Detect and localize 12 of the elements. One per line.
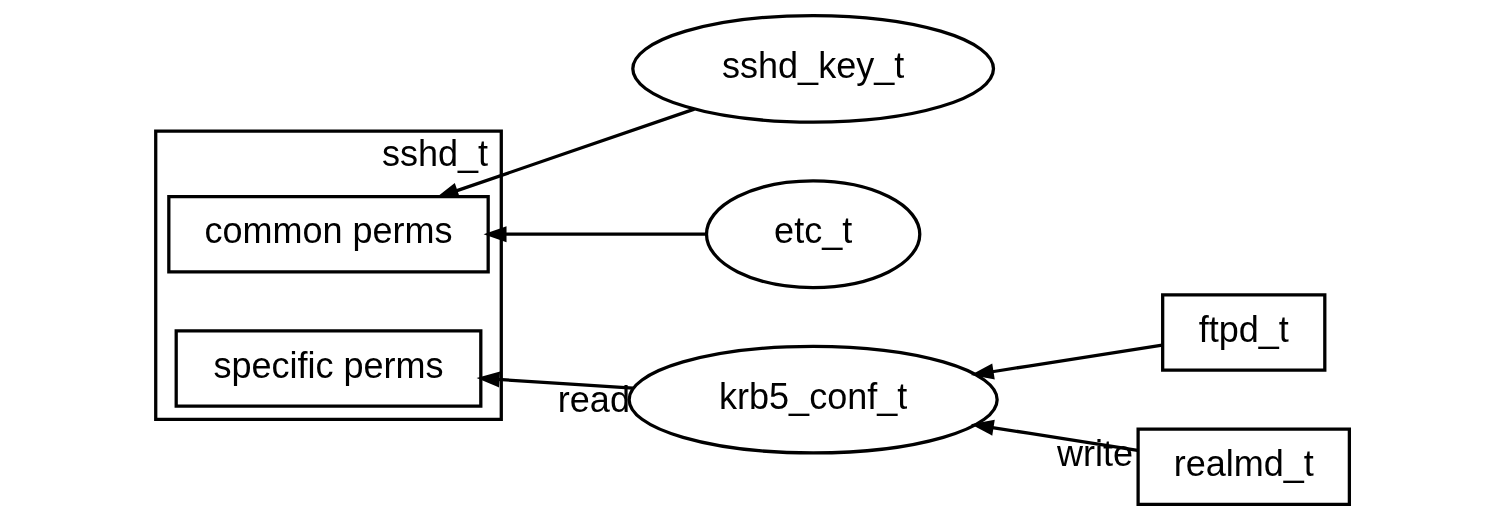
- node-box: ftpd_t: [1161, 292, 1327, 372]
- arrow: [970, 419, 1138, 452]
- edge-label: read: [557, 378, 630, 420]
- node-box: specific perms: [174, 328, 483, 408]
- node-ellipse: krb5_conf_t: [627, 344, 999, 455]
- node-ellipse: etc_t: [704, 178, 922, 289]
- arrow: [483, 225, 707, 242]
- node-box: realmd_t: [1136, 427, 1351, 506]
- arrow: [970, 342, 1163, 379]
- node-box: common perms: [167, 194, 490, 274]
- arrow: [476, 370, 634, 390]
- node-ellipse: sshd_key_t: [631, 13, 996, 124]
